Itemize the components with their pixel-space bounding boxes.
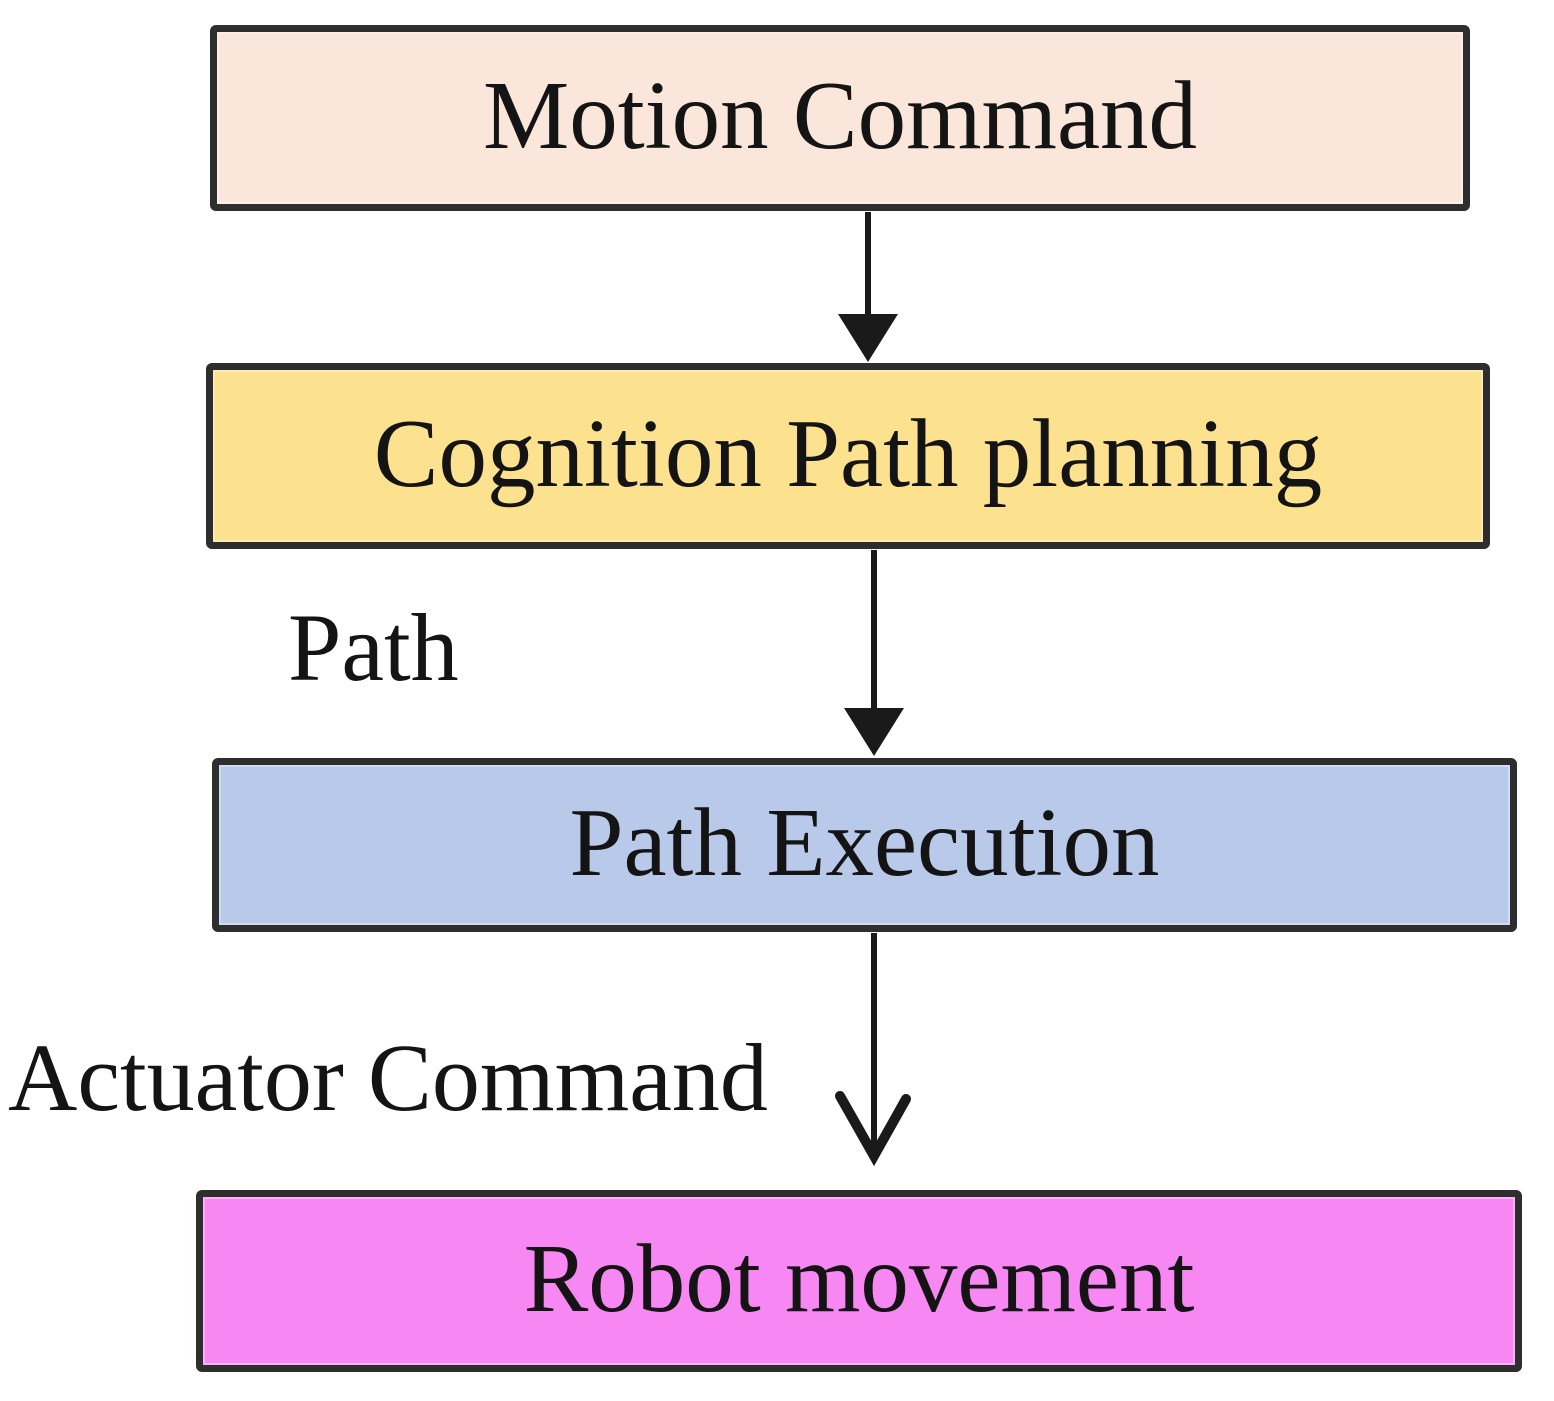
node-robot-movement-label: Robot movement: [523, 1224, 1195, 1332]
node-path-execution-label: Path Execution: [569, 788, 1160, 896]
arrow-motion-to-cognition: [838, 212, 898, 362]
arrowhead-filled-triangle-icon: [844, 708, 904, 756]
arrow-execution-to-movement: [835, 933, 911, 1167]
node-motion-command: Motion Command: [210, 25, 1470, 211]
node-path-execution: Path Execution: [212, 758, 1517, 932]
edge-label-actuator-command: Actuator Command: [8, 1024, 768, 1131]
arrow-cognition-to-execution: [844, 550, 904, 756]
edge-label-path: Path: [288, 594, 459, 701]
node-cognition-path-planning-label: Cognition Path planning: [373, 399, 1323, 507]
node-robot-movement: Robot movement: [196, 1190, 1522, 1372]
arrowhead-open-v-icon: [835, 1091, 911, 1167]
arrowhead-filled-triangle-icon: [838, 314, 898, 362]
node-motion-command-label: Motion Command: [482, 61, 1198, 169]
node-cognition-path-planning: Cognition Path planning: [206, 363, 1490, 549]
